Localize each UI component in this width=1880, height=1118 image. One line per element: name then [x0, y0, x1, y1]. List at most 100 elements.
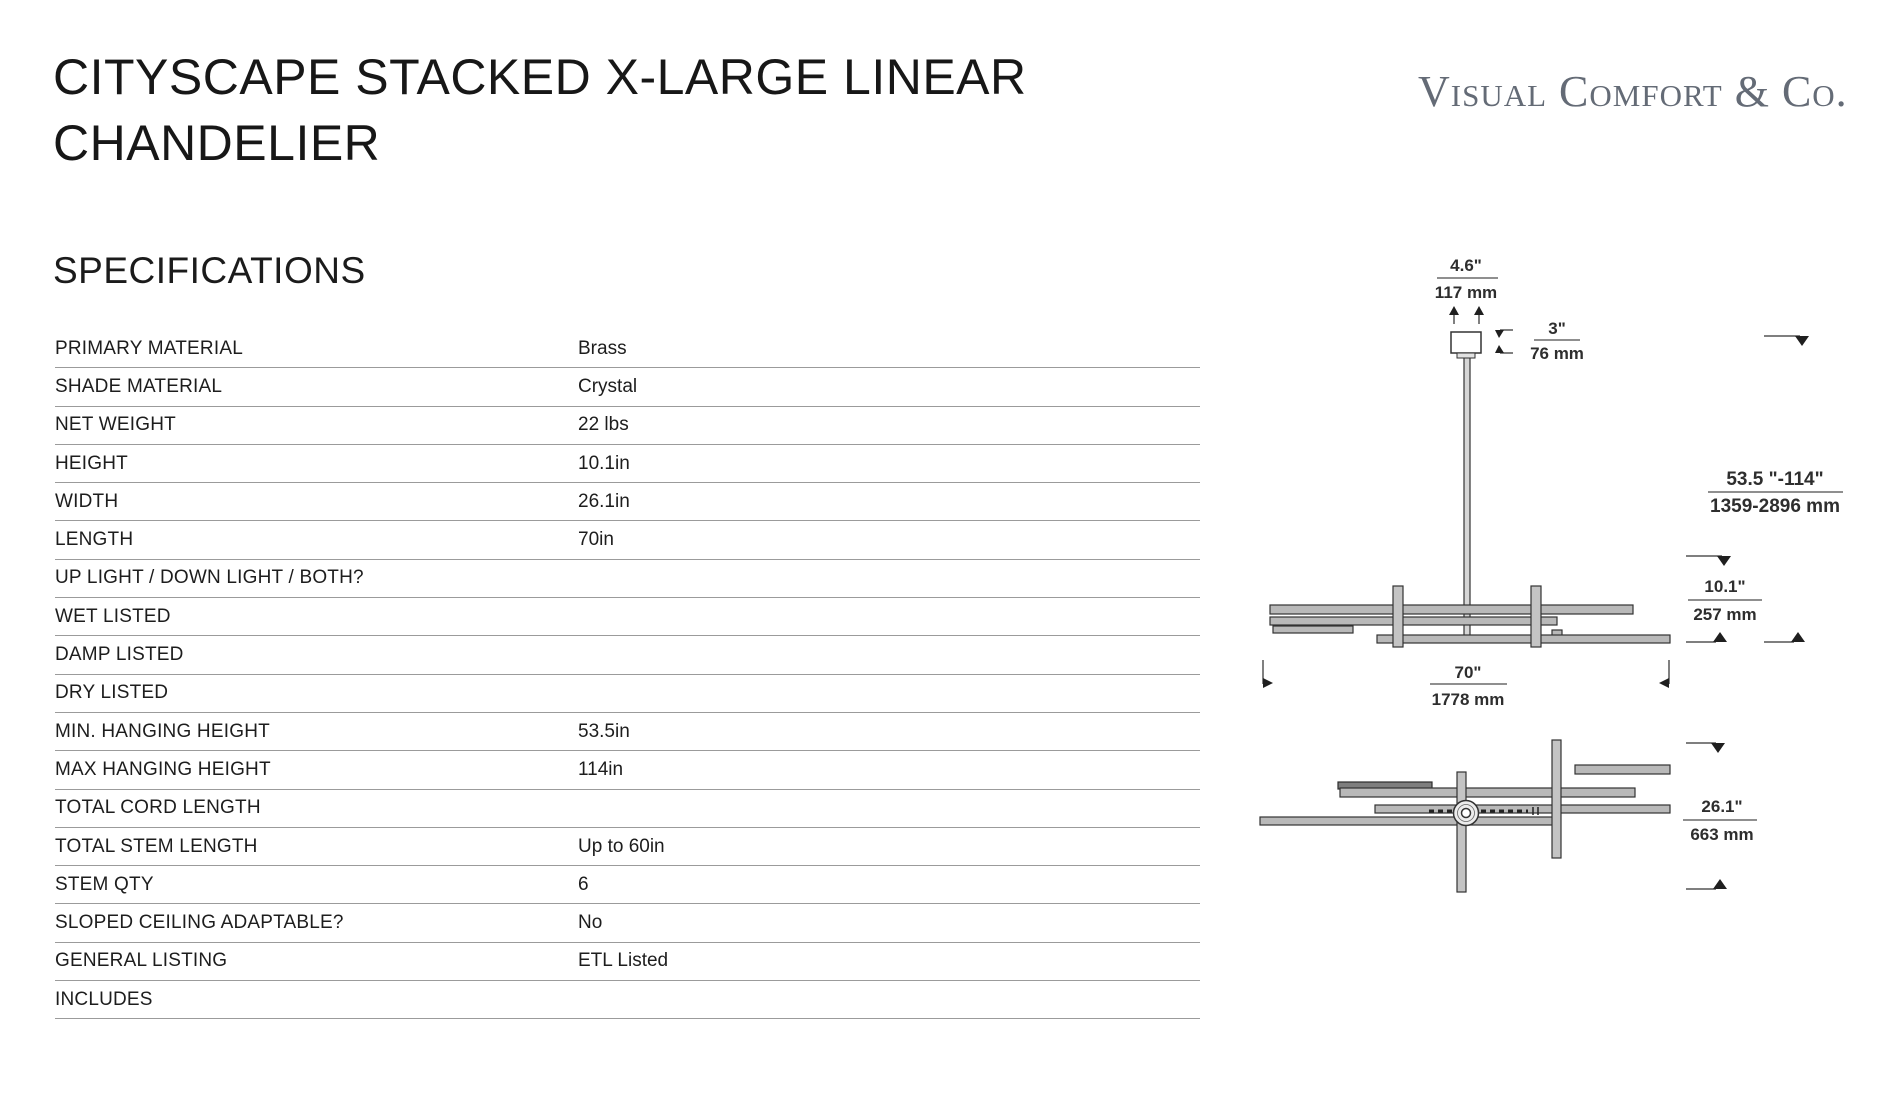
spec-value: 10.1in — [578, 452, 630, 474]
dim-canopy-height: 3" 76 mm — [1495, 319, 1584, 363]
spec-value: 22 lbs — [578, 414, 629, 436]
table-row: DAMP LISTED — [55, 636, 1200, 675]
up-arrow-icon — [1474, 306, 1484, 315]
spec-value: 6 — [578, 873, 589, 895]
table-row: GENERAL LISTING ETL Listed — [55, 943, 1200, 982]
elevation-post-right — [1530, 585, 1542, 648]
table-row: UP LIGHT / DOWN LIGHT / BOTH? — [55, 560, 1200, 599]
plan-post-center — [1456, 771, 1467, 893]
up-arrow-icon — [1713, 632, 1727, 642]
dim-width: 26.1" 663 mm — [1683, 742, 1757, 890]
spec-label: MAX HANGING HEIGHT — [55, 758, 271, 780]
table-row: DRY LISTED — [55, 675, 1200, 713]
dim-canopy-height-mm: 76 mm — [1530, 344, 1584, 363]
page-title-line2: CHANDELIER — [53, 115, 381, 171]
dim-length-in: 70" — [1455, 663, 1482, 682]
plan-bar-lower — [1259, 816, 1554, 826]
dim-width-in: 26.1" — [1701, 797, 1742, 816]
spec-label: INCLUDES — [55, 988, 153, 1010]
dim-length: 70" 1778 mm — [1262, 660, 1670, 709]
hub-canopy-ring — [1457, 804, 1475, 822]
down-arrow-icon — [1495, 330, 1504, 338]
table-row: TOTAL STEM LENGTH Up to 60in — [55, 828, 1200, 867]
dim-fixture-height-mm: 257 mm — [1693, 605, 1756, 624]
spec-label: HEIGHT — [55, 452, 128, 474]
spec-label: TOTAL STEM LENGTH — [55, 835, 258, 857]
down-arrow-icon — [1717, 556, 1731, 566]
dim-canopy-height-in: 3" — [1548, 319, 1566, 338]
dim-canopy-width-mm: 117 mm — [1435, 283, 1497, 302]
left-arrow-icon — [1659, 678, 1669, 688]
elevation-view — [1269, 331, 1671, 648]
elevation-bar-bottom — [1376, 634, 1671, 644]
plan-view — [1259, 739, 1671, 893]
canopy — [1450, 331, 1482, 354]
table-row: PRIMARY MATERIAL Brass — [55, 330, 1200, 369]
up-arrow-icon — [1495, 345, 1504, 353]
plan-bar-middle — [1374, 804, 1671, 814]
hub-canopy-inner — [1460, 807, 1472, 819]
dim-hanging-height: 53.5 "-114" 1359-2896 mm — [1686, 335, 1843, 566]
dim-length-mm: 1778 mm — [1432, 690, 1505, 709]
table-row: MAX HANGING HEIGHT 114in — [55, 751, 1200, 790]
up-arrow-icon — [1791, 632, 1805, 642]
spec-label: NET WEIGHT — [55, 414, 176, 436]
plan-bar-upper — [1339, 787, 1636, 798]
table-row: WET LISTED — [55, 598, 1200, 637]
up-arrow-icon — [1449, 306, 1459, 315]
table-row: WIDTH 26.1in — [55, 483, 1200, 522]
plan-bar-topright — [1574, 764, 1671, 775]
specifications-table: PRIMARY MATERIAL Brass SHADE MATERIAL Cr… — [55, 330, 1200, 1020]
down-arrow-icon — [1795, 336, 1809, 346]
elevation-bar-top — [1269, 604, 1634, 615]
page-title-line1: CITYSCAPE STACKED X-LARGE LINEAR — [53, 49, 1027, 105]
spec-value: 114in — [578, 758, 624, 780]
right-arrow-icon — [1263, 678, 1273, 688]
spec-label: MIN. HANGING HEIGHT — [55, 720, 270, 742]
brand-logo: Visual Comfort & Co. — [1418, 67, 1848, 116]
spec-label: DRY LISTED — [55, 682, 169, 704]
table-row: MIN. HANGING HEIGHT 53.5in — [55, 713, 1200, 752]
dim-fixture-height-in: 10.1" — [1704, 577, 1745, 596]
spec-value: ETL Listed — [578, 950, 669, 972]
dim-width-mm: 663 mm — [1690, 825, 1753, 844]
table-row: NET WEIGHT 22 lbs — [55, 407, 1200, 445]
dim-hanging-mm: 1359-2896 mm — [1710, 496, 1840, 517]
table-row: SLOPED CEILING ADAPTABLE? No — [55, 904, 1200, 943]
spec-label: TOTAL CORD LENGTH — [55, 797, 261, 819]
spec-value: 70in — [578, 529, 614, 551]
spec-value: Up to 60in — [578, 835, 665, 857]
spec-value: 53.5in — [578, 720, 630, 742]
spec-value: No — [578, 912, 603, 934]
spec-label: WET LISTED — [55, 605, 171, 627]
dimension-diagram: 4.6" 117 mm 3" 76 mm 53.5 "-114" 1359-28… — [1259, 256, 1843, 893]
elevation-post-left — [1392, 585, 1404, 648]
table-row: TOTAL CORD LENGTH — [55, 790, 1200, 828]
canopy-neck — [1456, 352, 1476, 359]
spec-value: Crystal — [578, 375, 638, 397]
table-row: HEIGHT 10.1in — [55, 445, 1200, 484]
table-row: SHADE MATERIAL Crystal — [55, 368, 1200, 407]
page-title: CITYSCAPE STACKED X-LARGE LINEAR CHANDEL… — [53, 44, 1027, 176]
elevation-bar-short — [1272, 625, 1354, 634]
dim-hanging-in: 53.5 "-114" — [1726, 469, 1823, 490]
table-row: INCLUDES — [55, 981, 1200, 1020]
specifications-heading: SPECIFICATIONS — [53, 250, 366, 291]
elevation-bar-second — [1269, 616, 1558, 626]
spec-value: 26.1in — [578, 490, 630, 512]
table-row: LENGTH 70in — [55, 521, 1200, 560]
down-arrow-icon — [1711, 743, 1725, 753]
spec-label: GENERAL LISTING — [55, 950, 228, 972]
spec-label: SHADE MATERIAL — [55, 375, 223, 397]
up-arrow-icon — [1713, 879, 1727, 889]
spec-value: Brass — [578, 337, 627, 359]
dim-canopy-width: 4.6" 117 mm — [1435, 256, 1498, 324]
plan-post-right — [1551, 739, 1562, 859]
dim-canopy-width-in: 4.6" — [1450, 256, 1482, 275]
dim-fixture-height: 10.1" 257 mm — [1686, 577, 1805, 643]
spec-label: DAMP LISTED — [55, 644, 184, 666]
spec-label: UP LIGHT / DOWN LIGHT / BOTH? — [55, 567, 364, 589]
spec-label: PRIMARY MATERIAL — [55, 337, 243, 359]
spec-label: STEM QTY — [55, 873, 154, 895]
